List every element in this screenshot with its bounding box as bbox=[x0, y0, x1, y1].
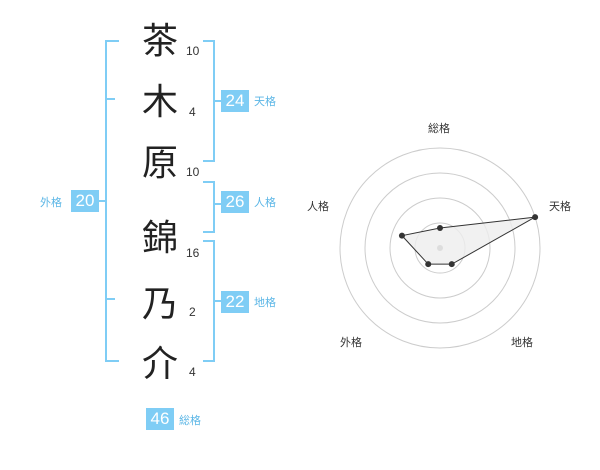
stroke-count-1: 10 bbox=[186, 44, 200, 58]
radar-axis-label-chikaku: 地格 bbox=[511, 336, 533, 349]
radar-axis-label-tenkaku: 天格 bbox=[549, 200, 571, 213]
radar-ring bbox=[389, 197, 491, 299]
chikaku-label: 地格 bbox=[254, 296, 276, 309]
stroke-count-6: 4 bbox=[189, 365, 196, 379]
tenkaku-tick bbox=[213, 100, 221, 102]
radar-value-point bbox=[532, 214, 539, 221]
name-char-2: 木 bbox=[141, 82, 178, 123]
jinkaku-tick bbox=[213, 203, 221, 205]
gaikaku-value-badge: 20 bbox=[71, 190, 99, 212]
name-char-3: 原 bbox=[141, 143, 178, 184]
gaikaku-bracket-tick bbox=[98, 200, 107, 202]
stroke-count-3: 10 bbox=[186, 165, 200, 179]
radar-value-point bbox=[437, 225, 443, 231]
stroke-count-5: 2 bbox=[189, 305, 196, 319]
radar-value-polygon bbox=[400, 216, 536, 265]
jinkaku-bracket bbox=[203, 181, 215, 233]
stroke-count-2: 4 bbox=[189, 105, 196, 119]
radar-center-dot bbox=[437, 245, 443, 251]
stroke-count-4: 16 bbox=[186, 246, 200, 260]
name-char-4: 錦 bbox=[141, 218, 178, 259]
jinkaku-value-badge: 26 bbox=[221, 191, 249, 213]
soukaku-value-badge: 46 bbox=[146, 408, 174, 430]
radar-value-point bbox=[425, 261, 432, 268]
radar-axis-label-soukaku: 総格 bbox=[428, 122, 450, 135]
soukaku-label: 総格 bbox=[179, 414, 201, 427]
radar-ring bbox=[364, 172, 516, 324]
radar-axis-label-gaikaku: 外格 bbox=[340, 336, 362, 349]
tenkaku-value-badge: 24 bbox=[221, 90, 249, 112]
jinkaku-label: 人格 bbox=[254, 196, 276, 209]
chikaku-value-badge: 22 bbox=[221, 291, 249, 313]
radar-axis-label-jinkaku: 人格 bbox=[307, 200, 329, 213]
name-char-6: 介 bbox=[141, 344, 178, 385]
chikaku-tick bbox=[213, 300, 221, 302]
gaikaku-label: 外格 bbox=[40, 196, 62, 209]
radar-value-point bbox=[448, 261, 455, 268]
name-char-1: 茶 bbox=[141, 21, 178, 62]
radar-ring bbox=[339, 147, 541, 349]
radar-value-point bbox=[398, 232, 405, 239]
name-char-5: 乃 bbox=[141, 284, 178, 325]
gaikaku-inner-tick-2 bbox=[105, 298, 115, 300]
tenkaku-label: 天格 bbox=[254, 95, 276, 108]
gaikaku-inner-tick-1 bbox=[105, 98, 115, 100]
